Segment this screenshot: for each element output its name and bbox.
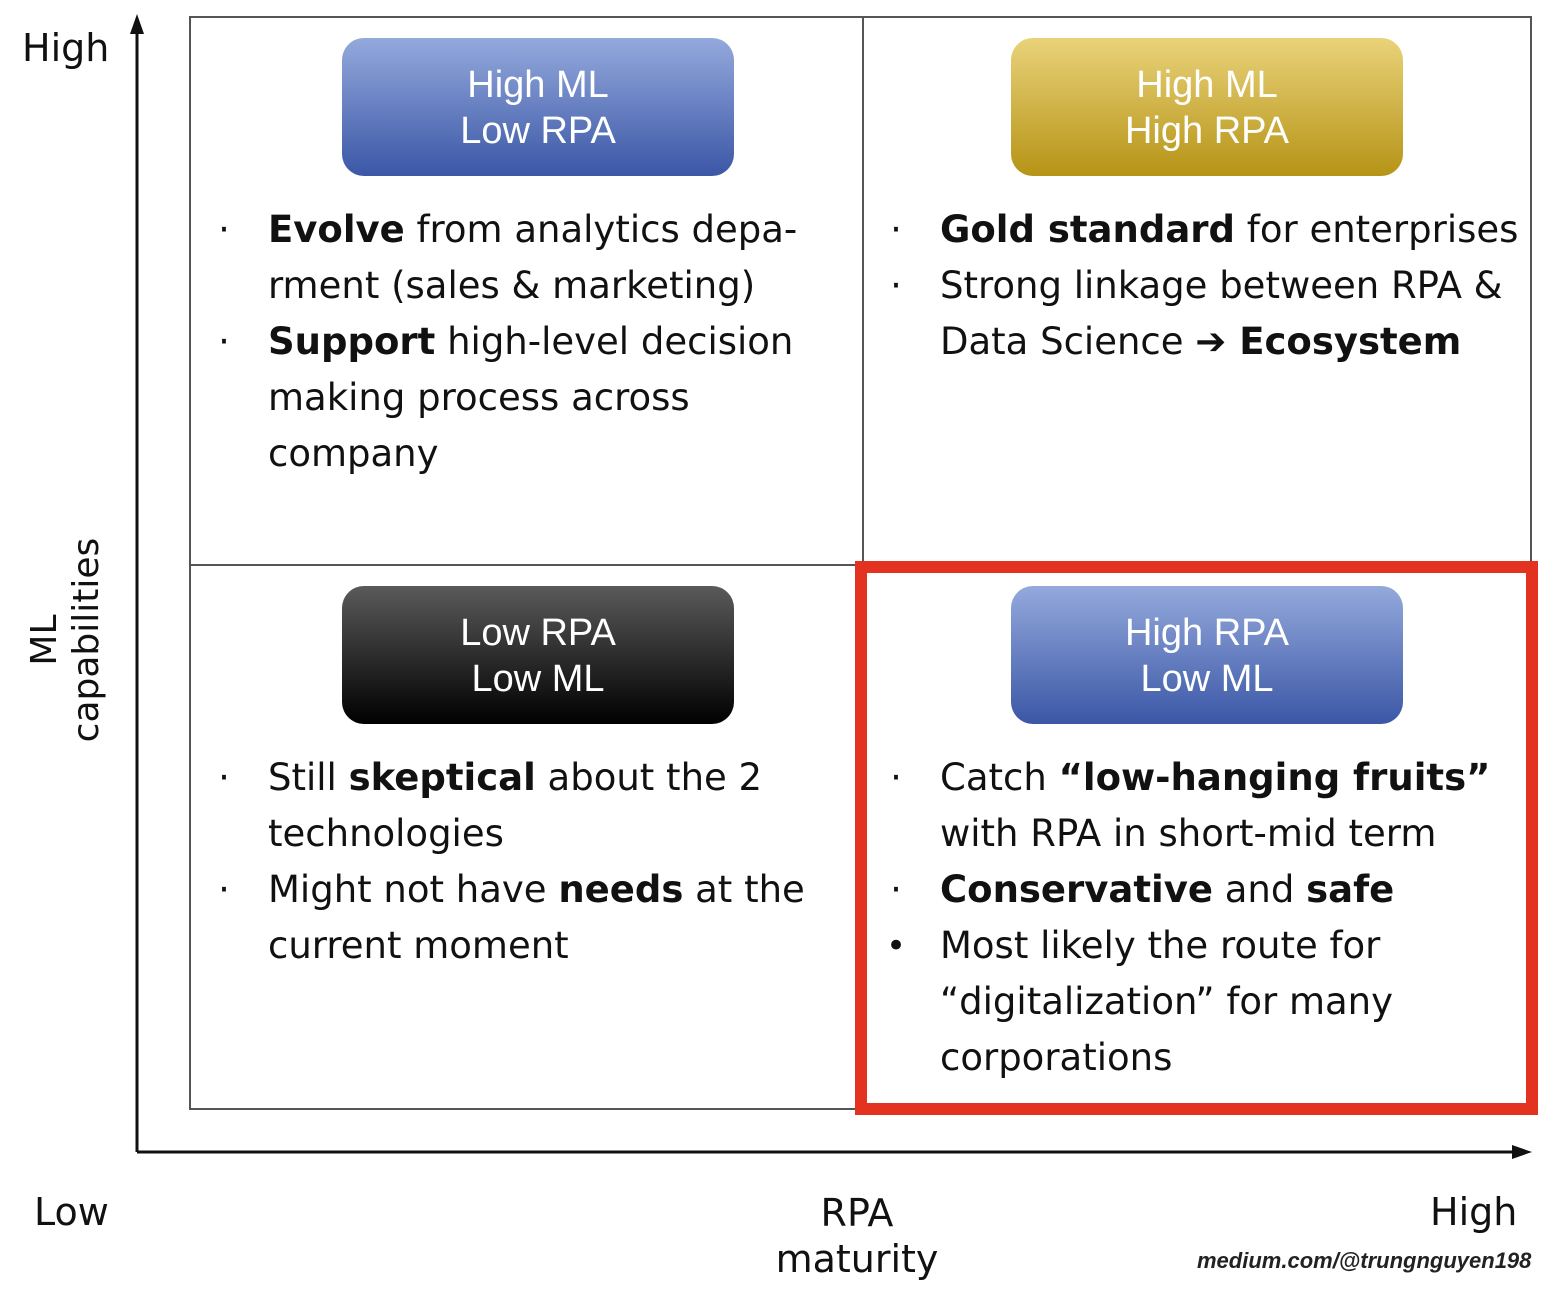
header-line: Low ML	[471, 658, 605, 700]
header-line: High ML	[467, 64, 609, 106]
bullet-text: Strong linkage between RPA & Data Scienc…	[940, 264, 1503, 363]
bullet-marker: •	[885, 926, 907, 966]
bullet-list: · Gold standard for enterprises · Strong li…	[881, 202, 1522, 370]
quadrant-high-ml-low-rpa: High ML Low RPA · Evolve from analytics d…	[189, 16, 861, 564]
bullet-marker: ·	[890, 756, 902, 799]
bullet-item: · Evolve from analytics depa­rment (sales…	[209, 202, 851, 314]
bullet-text: and	[1212, 868, 1307, 911]
bullet-text: about the 2 technologies	[268, 756, 763, 855]
y-axis-high-label: High	[22, 26, 110, 70]
x-axis-arrowhead	[1512, 1145, 1532, 1159]
header-line: High RPA	[1124, 612, 1290, 654]
bullet-marker: ·	[218, 868, 230, 911]
bullet-bold-text: Support	[268, 320, 436, 363]
bullet-bold-text: Evolve	[268, 208, 405, 251]
x-axis-title-line: maturity	[775, 1237, 939, 1281]
bullet-text: with RPA in short-mid term	[940, 812, 1437, 855]
y-axis-title: ML capabilities	[24, 490, 108, 790]
credit-watermark: medium.com/@trungnguyen198	[1197, 1248, 1532, 1273]
bullet-marker: ·	[890, 868, 902, 911]
bullet-text: Catch	[940, 756, 1059, 799]
x-axis-title: RPA maturity	[757, 1190, 957, 1282]
quadrant-low-rpa-low-ml: Low RPA Low ML · Still skeptical about th…	[189, 564, 861, 1110]
bullet-text: Still	[268, 756, 349, 799]
bullet-text: high-level decision making process acros…	[268, 320, 794, 475]
bullet-marker: ·	[218, 320, 230, 363]
bullet-bold-text: “low-hanging fruits”	[1058, 756, 1491, 799]
quadrant-high-rpa-low-ml: High RPA Low ML · Catch “low-hanging frui…	[861, 564, 1532, 1110]
bullet-text: from analytics depa­rment (sales & marke…	[268, 208, 798, 307]
bullet-bold-text: safe	[1306, 868, 1395, 911]
bullet-bold-text: Gold standard	[940, 208, 1236, 251]
bullet-marker: ·	[890, 208, 902, 251]
x-axis-low-label: Low	[34, 1190, 109, 1234]
bullet-item: · Might not have needs at the current mom…	[209, 862, 851, 974]
quadrant-header: Low RPA Low ML	[342, 586, 734, 724]
bullet-item: · Still skeptical about the 2 technologie…	[209, 750, 851, 862]
bullet-bold-text: Ecosystem	[1226, 320, 1462, 363]
header-line: High RPA	[1124, 110, 1290, 152]
header-line: Low RPA	[460, 110, 616, 152]
bullet-item: · Catch “low-hanging fruits” with RPA in …	[881, 750, 1522, 862]
bullet-marker: ·	[218, 208, 230, 251]
quadrant-header: High RPA Low ML	[1011, 586, 1403, 724]
bullet-list: · Still skeptical about the 2 technologie…	[209, 750, 851, 974]
bullet-item: · Support high-level decision making proc…	[209, 314, 851, 482]
highlight-box	[855, 561, 1538, 1115]
bullet-marker: ·	[890, 264, 902, 307]
quadrant-high-ml-high-rpa: High ML High RPA · Gold standard for ente…	[861, 16, 1532, 564]
y-axis-title-line: ML	[24, 614, 65, 666]
bullet-list: · Evolve from analytics depa­rment (sales…	[209, 202, 851, 482]
bullet-bold-text: needs	[558, 868, 684, 911]
bullet-item: • Most likely the route for “digitalizati…	[881, 918, 1522, 1086]
y-axis-title-line: capabilities	[66, 537, 107, 743]
bullet-marker: ·	[218, 756, 230, 799]
bullet-bold-text: ➔	[1195, 320, 1227, 363]
y-axis-arrowhead	[130, 14, 144, 34]
x-axis-high-label: High	[1430, 1190, 1518, 1234]
x-axis-title-line: RPA	[820, 1191, 894, 1235]
quadrant-header: High ML High RPA	[1011, 38, 1403, 176]
bullet-list: · Catch “low-hanging fruits” with RPA in …	[881, 750, 1522, 1086]
bullet-bold-text: Conservative	[940, 868, 1213, 911]
bullet-item: · Strong linkage between RPA & Data Scien…	[881, 258, 1522, 370]
bullet-bold-text: skeptical	[348, 756, 536, 799]
bullet-text: Might not have	[268, 868, 559, 911]
bullet-text: at the current moment	[268, 868, 805, 967]
bullet-item: · Gold standard for enterprises	[881, 202, 1522, 258]
header-line: High ML	[1136, 64, 1278, 106]
bullet-item: · Conservative and safe	[881, 862, 1522, 918]
header-line: Low ML	[1140, 658, 1274, 700]
bullet-text: for enterprises	[1235, 208, 1519, 251]
bullet-text: Most likely the route for “digitalizatio…	[940, 924, 1394, 1079]
header-line: Low RPA	[460, 612, 616, 654]
quadrant-header: High ML Low RPA	[342, 38, 734, 176]
